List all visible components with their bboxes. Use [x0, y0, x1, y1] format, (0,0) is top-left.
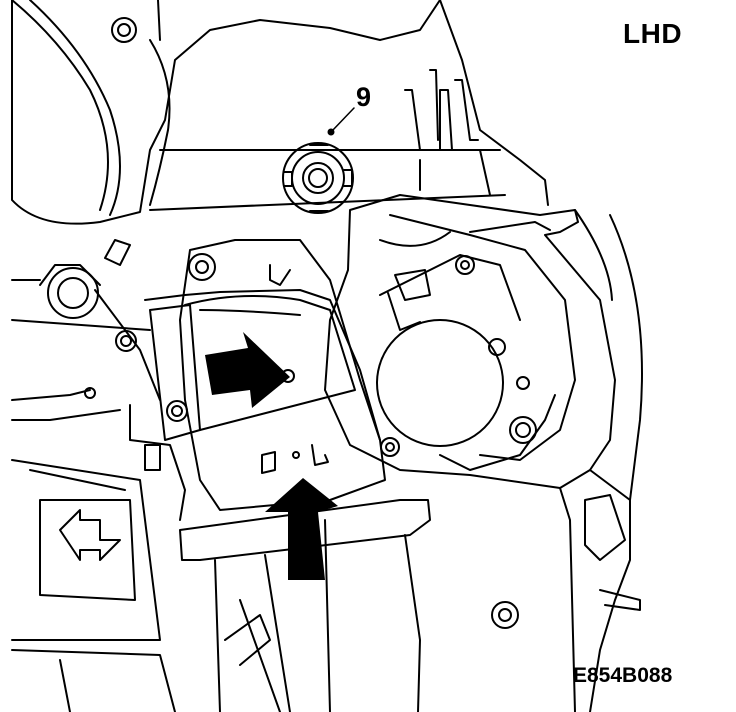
callout-leader: [329, 108, 355, 135]
reference-code: E854B088: [573, 664, 673, 687]
slot-details: [262, 445, 328, 473]
motor-bracket: [325, 195, 615, 488]
left-components: [12, 240, 280, 712]
direction-arrows: [205, 332, 338, 580]
arrow-up-indicator: [265, 478, 338, 580]
right-components: [492, 210, 642, 712]
upper-housing: [12, 0, 548, 224]
harness-clip: [405, 70, 490, 195]
lever-assembly: [145, 240, 385, 510]
callout-number-9: 9: [356, 82, 372, 112]
arrow-right-indicator: [205, 332, 290, 408]
variant-label: LHD: [623, 18, 683, 49]
actuator-motor: [377, 255, 555, 470]
guide-rail: [180, 500, 430, 712]
fastener-nut: [283, 143, 353, 213]
